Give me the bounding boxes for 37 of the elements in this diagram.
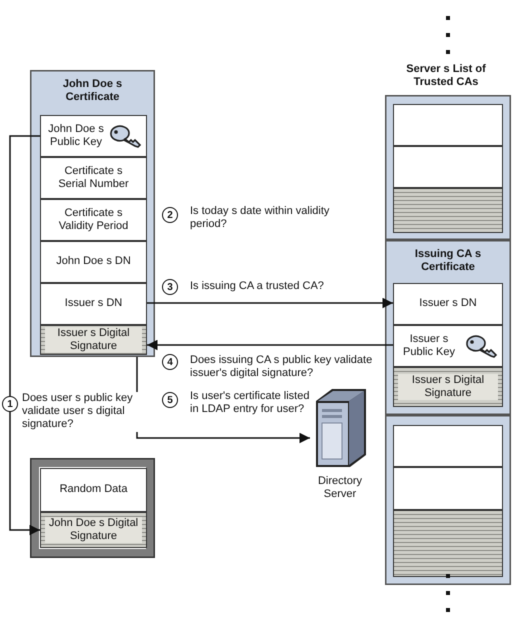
- signature-field: [40, 512, 147, 548]
- certificate-title: Issuing CA s Certificate: [414, 248, 482, 274]
- certificate-field: [393, 104, 503, 146]
- arrow: [9, 135, 40, 536]
- field-text: Issuer s Public Key: [402, 332, 456, 360]
- callout-number: 3: [162, 279, 178, 295]
- certificate-panel: [385, 240, 511, 415]
- field-text: Issuer s Digital Signature: [398, 374, 498, 400]
- certificate-panel: [385, 95, 511, 240]
- server-label: Directory Server: [316, 475, 363, 502]
- certificate-field: [393, 425, 503, 467]
- signature-field: [393, 510, 503, 577]
- certificate-field: Certificate s Validity Period: [40, 199, 147, 241]
- certificate-field: Certificate s Serial Number: [40, 157, 147, 199]
- certificate-panel: [385, 415, 511, 585]
- certificate-field: Issuer s DN: [40, 283, 147, 325]
- certificate-field: John Doe s DN: [40, 241, 147, 283]
- certificate-panel: [30, 70, 155, 357]
- certificate-field: Random Data: [40, 468, 147, 512]
- certificate-title: John Doe s Certificate: [62, 78, 124, 104]
- certificate-field: [393, 467, 503, 510]
- field-text: John Doe s Public Key: [47, 122, 105, 150]
- data-panel: [30, 458, 155, 558]
- certificate-field: [393, 146, 503, 188]
- callout-number: 2: [162, 207, 178, 223]
- arrow: [147, 298, 393, 308]
- list-heading: Server s List of Trusted CAs: [405, 63, 487, 90]
- signature-field: [393, 367, 503, 407]
- signature-field: [40, 325, 147, 355]
- callout-number: 4: [162, 354, 178, 370]
- signature-field: [393, 188, 503, 233]
- callout-number: 1: [2, 396, 18, 412]
- callout-number: 5: [162, 392, 178, 408]
- certificate-field: Issuer s DN: [393, 283, 503, 325]
- field-text: Issuer s Digital Signature: [45, 326, 142, 354]
- field-text: John Doe s Digital Signature: [45, 516, 142, 544]
- arrow: [147, 340, 393, 350]
